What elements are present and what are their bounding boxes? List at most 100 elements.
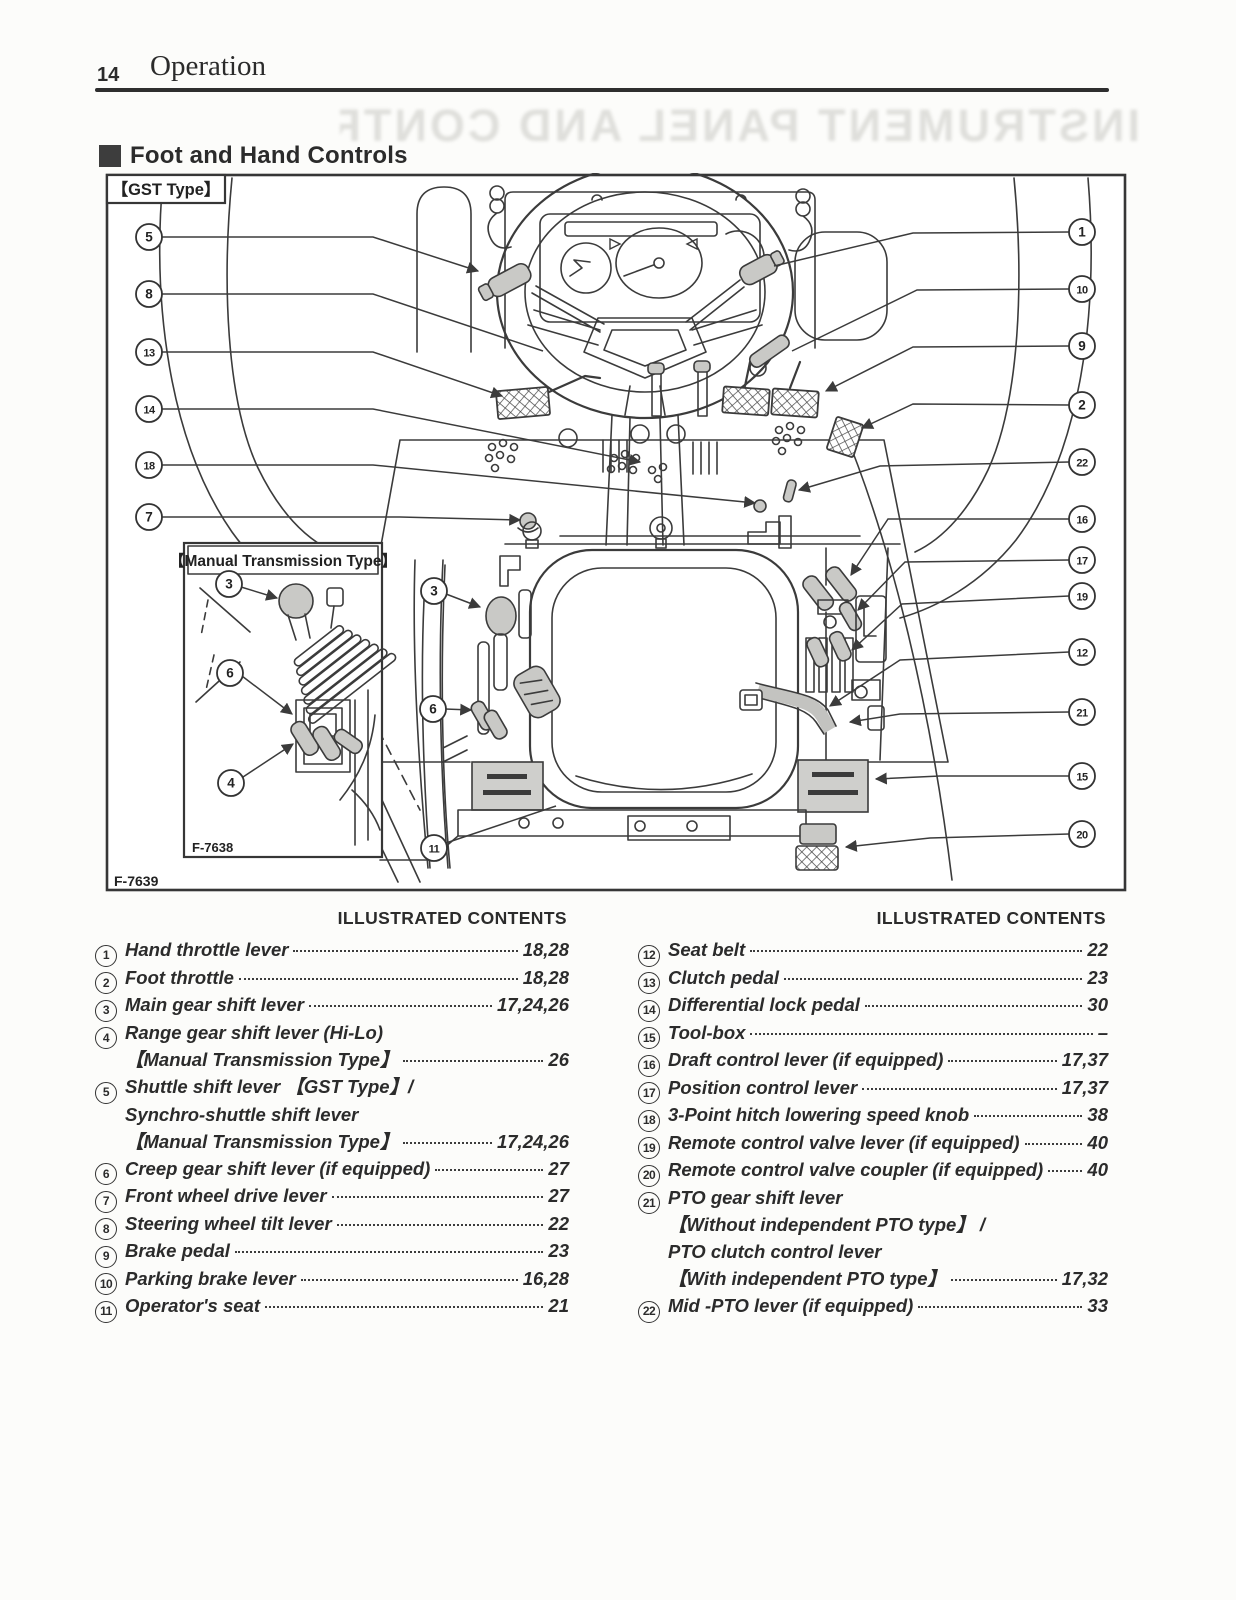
leader-line-15: [874, 772, 1069, 785]
item-label: Remote control valve lever (if equipped): [668, 1131, 1020, 1153]
page-reference: 18,28: [522, 966, 569, 988]
inset-manual-transmission: 【Manual Transmission Type】: [169, 541, 397, 859]
leader-line-2: [860, 403, 1070, 429]
dot-leader: [918, 1306, 1083, 1308]
leader-line-16: [850, 518, 1069, 577]
gst-type-label-box: [105, 173, 227, 205]
callout-17: 17: [1068, 546, 1096, 574]
dot-leader: [336, 1223, 544, 1226]
leader-line-11: [445, 805, 557, 844]
item-label: Shuttle shift lever 【GST Type】/: [125, 1076, 414, 1097]
item-number-badge: 15: [638, 1027, 660, 1049]
item-number-badge: 13: [638, 972, 660, 994]
item-label: 【Without independent PTO type】 /: [668, 1214, 986, 1235]
page-reference: 40: [1087, 1159, 1108, 1180]
leader-line-1: [773, 231, 1070, 267]
item-label: 【Manual Transmission Type】: [125, 1130, 399, 1152]
dot-leader: [1024, 1142, 1083, 1145]
item-number-badge: 10: [95, 1273, 117, 1295]
item-number-badge: 18: [638, 1109, 660, 1132]
leader-line-10: [791, 288, 1070, 352]
item-label: Main gear shift lever: [125, 994, 304, 1015]
page-reference: 27: [548, 1157, 569, 1179]
gst-type-label: 【GST Type】: [112, 180, 221, 199]
leader-line-6-inset: [241, 675, 293, 715]
item-number-badge: 4: [95, 1027, 117, 1049]
dot-leader: [331, 1196, 544, 1198]
page-reference: 17,32: [1061, 1268, 1108, 1289]
dot-leader: [300, 1278, 518, 1281]
page-reference: 21: [548, 1295, 569, 1316]
item-label: Steering wheel tilt lever: [125, 1212, 332, 1234]
leader-line-8: [162, 293, 544, 352]
item-number-badge: 8: [95, 1218, 117, 1240]
dot-leader: [750, 1032, 1093, 1035]
header-rule: [95, 88, 1109, 92]
diagram-figure: 【Manual Transmission Type】: [105, 173, 1127, 892]
svg-text:6: 6: [429, 702, 437, 717]
page-reference: 23: [548, 1240, 569, 1261]
leader-line-21: [848, 711, 1070, 727]
svg-text:10: 10: [1076, 285, 1088, 297]
item-label: Hand throttle lever: [125, 939, 289, 960]
item-label: Mid -PTO lever (if equipped): [668, 1295, 914, 1316]
callout-14: 14: [135, 395, 163, 423]
section-marker-icon: [99, 145, 121, 167]
item-label: 【With independent PTO type】: [668, 1268, 947, 1289]
svg-text:13: 13: [143, 348, 155, 360]
item-label: Creep gear shift lever (if equipped): [125, 1157, 431, 1179]
callout-21: 21: [1068, 698, 1096, 726]
callout-15: 15: [1068, 762, 1096, 790]
svg-text:1: 1: [1078, 225, 1086, 240]
item-number-badge: 5: [95, 1081, 117, 1104]
svg-text:20: 20: [1076, 830, 1088, 842]
contents-left-header: ILLUSTRATED CONTENTS: [337, 908, 567, 928]
leader-line-3-main: [445, 593, 482, 609]
leader-line-6-main: [444, 703, 473, 716]
leader-line-7: [162, 513, 522, 526]
item-number-badge: 7: [95, 1190, 117, 1213]
page-reference: 26: [548, 1049, 569, 1070]
dot-leader: [784, 977, 1083, 980]
item-label: Front wheel drive lever: [125, 1185, 327, 1206]
dot-leader: [264, 1306, 544, 1308]
callout-19: 19: [1068, 582, 1096, 610]
callout-8: 8: [135, 280, 163, 308]
contents-right-header: ILLUSTRATED CONTENTS: [876, 908, 1106, 928]
callout-18: 18: [135, 451, 163, 479]
callout-22: 22: [1068, 448, 1096, 476]
dot-leader: [403, 1141, 492, 1144]
svg-text:12: 12: [1076, 648, 1088, 660]
svg-text:8: 8: [145, 287, 153, 302]
callout-11: 11: [420, 834, 448, 862]
svg-text:3: 3: [430, 584, 438, 599]
page-number: 14: [97, 64, 120, 86]
page-reference: 17,37: [1061, 1076, 1108, 1098]
item-label: Operator's seat: [125, 1295, 260, 1316]
svg-text:17: 17: [1076, 556, 1088, 568]
item-number-badge: 11: [95, 1300, 117, 1323]
tractor-illustration: [159, 173, 1092, 883]
page-reference: 22: [1087, 939, 1108, 960]
item-number-badge: 16: [638, 1054, 660, 1077]
svg-text:9: 9: [1078, 339, 1086, 354]
item-label: PTO clutch control lever: [668, 1241, 882, 1262]
dot-leader: [435, 1168, 544, 1171]
svg-text:11: 11: [429, 844, 440, 856]
leader-line-19: [851, 595, 1070, 651]
svg-text:5: 5: [145, 230, 153, 245]
ghost-bleed-text: INSTRUMENT PANEL AND CONTROLS: [340, 100, 1140, 151]
